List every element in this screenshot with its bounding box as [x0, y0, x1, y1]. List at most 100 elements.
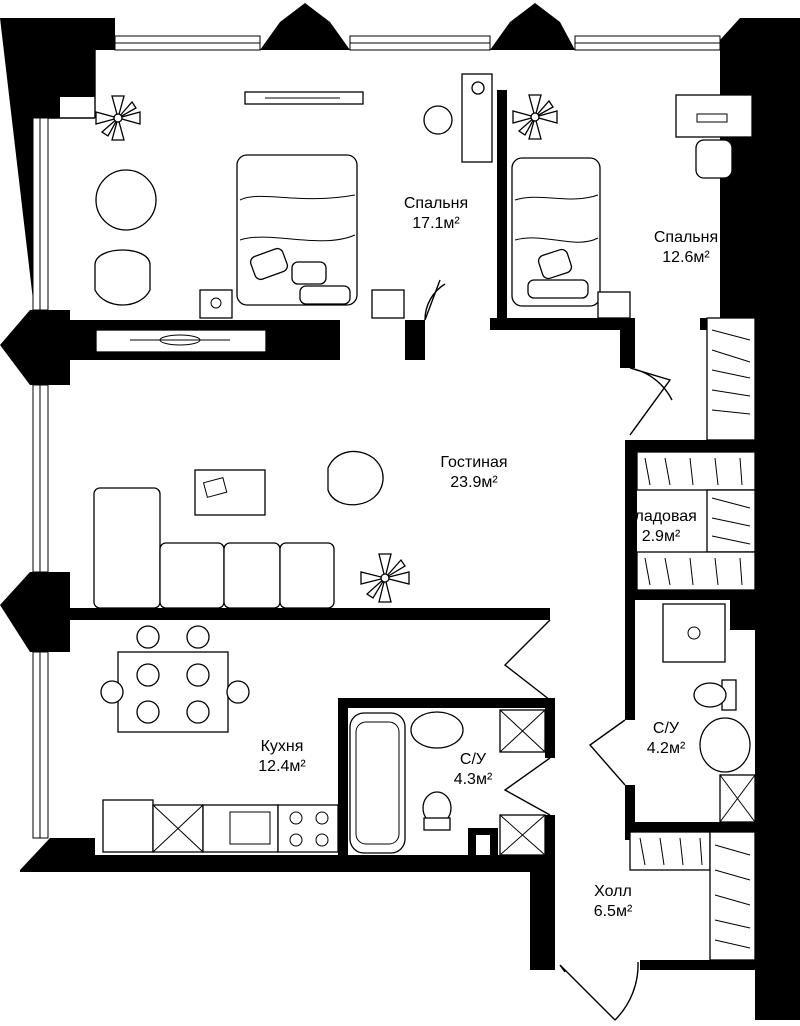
nightstand-2 [371, 289, 405, 319]
nightstand-1 [199, 289, 233, 319]
wall-bath2-left-low [625, 785, 635, 840]
room-area-bath-2: 4.2м² [647, 740, 686, 757]
door-bath2 [588, 719, 626, 786]
wall-bottom-hall-left [530, 855, 555, 970]
plant-icon [360, 553, 410, 603]
coffee-table [194, 469, 266, 516]
wall-bottom-hall-right [640, 960, 800, 970]
wall-bedroom1-bottom-r [270, 320, 340, 360]
room-name-bath-2: С/У [653, 720, 680, 737]
pillow-4 [537, 248, 573, 280]
living-furniture [93, 451, 384, 609]
round-pouf [423, 105, 453, 135]
sofa-corner [93, 487, 161, 609]
wall-bath1-left [338, 698, 348, 858]
desk-chair [695, 139, 733, 179]
room-area-kitchen: 12.4м² [258, 758, 306, 775]
wardrobe-top [461, 73, 493, 163]
dining-chair [100, 680, 124, 704]
hall-furniture [629, 831, 756, 961]
room-name-hall: Холл [594, 883, 632, 900]
dining-chair [136, 663, 160, 687]
room-name-bedroom-1: Спальня [404, 195, 468, 212]
desk [675, 94, 753, 138]
exterior-walls [0, 3, 800, 1020]
kitchen-furniture [100, 625, 339, 853]
sink-2 [699, 717, 751, 773]
shower-tray [662, 603, 726, 663]
bath-1-fixtures [349, 709, 546, 856]
wall-bath2-bottom [625, 822, 755, 832]
room-area-bedroom-1: 17.1м² [412, 215, 460, 232]
interior-walls [70, 90, 755, 860]
wardrobe-2 [706, 317, 756, 441]
wall-top-left-bay [0, 18, 115, 300]
bath-2-fixtures [662, 603, 756, 823]
wall-storage-left [625, 440, 637, 600]
lounge-chair [94, 249, 151, 306]
room-name-storage: Кладовая [625, 508, 697, 525]
dining-table [117, 651, 229, 733]
plants [95, 94, 558, 603]
wall-storage-top [625, 440, 755, 452]
tv-stand [95, 329, 267, 353]
dining-chair [226, 680, 250, 704]
wall-bedroom2-bottom-r [620, 318, 635, 368]
door-living-storage [629, 367, 673, 436]
door-entrance [559, 961, 639, 1021]
bedroom-1-furniture [94, 73, 493, 353]
room-name-living: Гостиная [440, 454, 507, 471]
armchair-round [95, 169, 157, 231]
storage-shelf-bottom [636, 551, 756, 591]
pillow-1 [249, 247, 289, 281]
pillow-3 [299, 285, 351, 305]
storage-shelves [636, 451, 756, 591]
plant-icon [95, 95, 141, 141]
doors [424, 279, 673, 1021]
room-name-bath-1: С/У [460, 751, 487, 768]
room-area-bath-1: 4.3м² [454, 771, 493, 788]
bedroom-2-furniture [511, 94, 756, 441]
storage-shelf-top [636, 451, 756, 491]
wall-living-bottom [70, 608, 550, 620]
dining-chair [186, 663, 210, 687]
dining-chair [186, 700, 210, 724]
plant-icon [512, 94, 558, 140]
wall-bedroom2-bottom [490, 318, 630, 330]
sofa-seat-3 [279, 542, 335, 609]
pillow-5 [527, 279, 589, 299]
fridge [102, 799, 154, 853]
wall-bath1-right-low [545, 815, 555, 860]
wall-storage-bottom [625, 590, 755, 600]
room-area-living: 23.9м² [450, 474, 498, 491]
door-kitchen [503, 619, 551, 701]
windows [32, 35, 721, 839]
dining-chair [186, 625, 210, 649]
storage-shelf-right [706, 489, 756, 553]
armchair-living [327, 451, 384, 506]
wall-bath2-shaft [730, 600, 755, 630]
wall-top-bay-1 [260, 3, 350, 50]
bathtub [349, 712, 406, 854]
door-bath1 [503, 757, 551, 816]
room-area-hall: 6.5м² [594, 903, 633, 920]
pillow-2 [291, 261, 327, 285]
wall-bottom-left [20, 838, 530, 872]
room-name-kitchen: Кухня [261, 738, 304, 755]
room-area-storage: 2.9м² [642, 528, 681, 545]
wall-bottom-right-block [755, 820, 800, 970]
cooktop [277, 804, 339, 853]
nightstand-3 [597, 291, 631, 319]
room-name-bedroom-2: Спальня [654, 229, 718, 246]
wall-top-bay-2 [490, 3, 575, 50]
wall-bath1-right [545, 698, 555, 758]
sofa-seat-1 [159, 542, 225, 609]
sofa-seat-2 [223, 542, 281, 609]
wall-bedroom1-bottom-r2 [405, 320, 425, 360]
door-bedroom-1 [424, 279, 446, 321]
sink-1 [410, 711, 464, 749]
wall-top-right-corner [720, 18, 800, 80]
wall-bath2-left [625, 600, 635, 720]
wall-left-bay-2 [0, 572, 70, 652]
